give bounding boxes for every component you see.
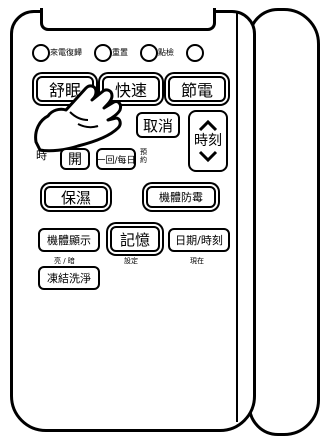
indicator-led-3 [140, 44, 158, 62]
quick-button[interactable]: 快速 [102, 76, 160, 102]
current-label: 現在 [190, 257, 204, 265]
remote-top-notch [40, 8, 216, 31]
indicator-led-4 [186, 44, 204, 62]
freeze-wash-button[interactable]: 凍結洗淨 [38, 266, 100, 290]
cancel-button[interactable]: 取消 [136, 112, 180, 138]
reserve-vertical-label: 預約 [140, 148, 147, 164]
indicator-label-1: 來電復歸 [50, 48, 82, 57]
indicator-led-2 [94, 44, 112, 62]
chevron-up-icon[interactable] [197, 118, 219, 132]
date-time-button[interactable]: 日期/時刻 [168, 228, 230, 252]
body-display-button[interactable]: 機體顯示 [38, 228, 100, 252]
setting-label: 設定 [124, 257, 138, 265]
pointing-hand-icon [34, 84, 122, 153]
time-adjust-panel: 時刻 [188, 110, 228, 172]
indicator-led-1 [32, 44, 50, 62]
once-daily-button[interactable]: 一回/每日 [96, 148, 136, 170]
keep-warm-button[interactable]: 保濕 [44, 186, 108, 208]
remote-cover [248, 8, 320, 436]
time-button-label: 時刻 [194, 133, 222, 149]
energy-save-button[interactable]: 節電 [168, 76, 226, 102]
time-side-label: 時 [36, 149, 47, 162]
brightness-label: 亮 / 暗 [54, 257, 75, 265]
chevron-down-icon[interactable] [197, 150, 219, 164]
remote-body [10, 10, 256, 432]
indicator-label-3: 點檢 [158, 48, 174, 57]
memory-button[interactable]: 記憶 [110, 226, 160, 252]
remote-edge-line [236, 12, 238, 422]
open-button[interactable]: 開 [60, 148, 90, 170]
anti-mold-button[interactable]: 機體防霉 [146, 186, 216, 208]
indicator-label-2: 重置 [112, 48, 128, 57]
